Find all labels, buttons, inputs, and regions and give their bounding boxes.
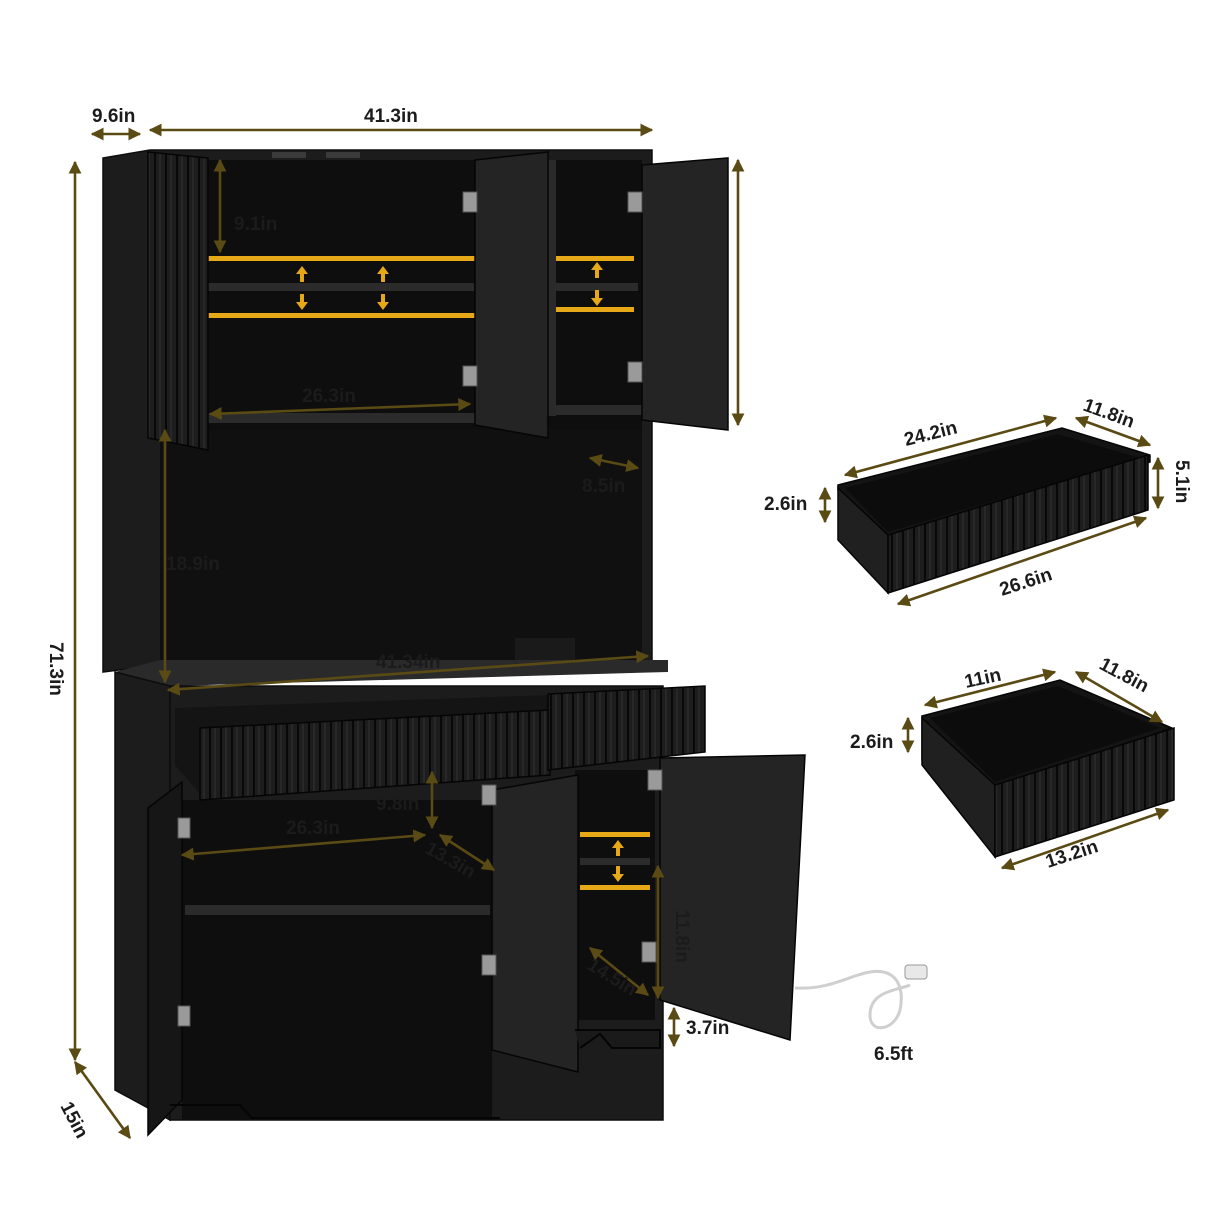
lower-right-height-label: 11.8in: [671, 910, 692, 963]
large-drawer-front-height-label: 5.1in: [1171, 460, 1192, 503]
upper-divider: [548, 160, 556, 416]
large-drawer-front-width-label: 26.6in: [997, 564, 1055, 601]
hinge-icon: [627, 361, 643, 383]
left-drawer-front: [199, 709, 551, 801]
hinge-icon: [647, 769, 663, 791]
small-drawer-depth-label: 11.8in: [1096, 654, 1153, 697]
base-depth-label: 15in: [56, 1098, 92, 1141]
open-shelf-height-label: 18.9in: [166, 554, 220, 575]
right-cabinet-depth-label: 8.5in: [582, 476, 625, 497]
dimension-lines: [68, 123, 745, 1140]
hinge-icon: [641, 941, 657, 963]
up-arrow-icon: [591, 262, 603, 278]
up-arrow-icon: [612, 840, 624, 856]
hinge-icon: [177, 817, 191, 839]
light-fixture: [272, 152, 306, 158]
adjust-arrows: [296, 262, 603, 310]
upper-cabinet-bottom: [205, 413, 475, 423]
down-arrow-icon: [377, 294, 389, 310]
lower-right-door-open: [659, 754, 806, 1041]
down-arrow-icon: [296, 294, 308, 310]
shelf-position-marker: [556, 256, 634, 261]
lower-left-door-open: [147, 780, 183, 1137]
small-drawer-front-width-label: 13.2in: [1043, 836, 1101, 873]
drawer-height-lower-label: 9.8in: [376, 794, 419, 815]
large-drawer: [818, 414, 1165, 607]
hinge-icon: [462, 365, 478, 387]
hinge-icon: [177, 1005, 191, 1027]
lower-middle-door-open: [491, 774, 579, 1073]
up-arrow-icon: [377, 266, 389, 282]
shelf-position-marker: [556, 307, 634, 312]
lower-shelf: [185, 905, 490, 915]
upper-shelf: [208, 283, 474, 291]
hinge-icon: [627, 191, 643, 213]
large-drawer-depth-label: 11.8in: [1080, 395, 1137, 433]
upper-right-shelf: [556, 283, 638, 291]
small-drawer-inner-length-label: 11in: [963, 665, 1004, 693]
hinge-icon: [481, 954, 497, 976]
counter-width-label: 41.34in: [376, 652, 440, 673]
base-kick: [170, 1104, 500, 1119]
upper-shelf-gap-label: 9.1in: [234, 214, 277, 235]
base-kick-right: [575, 1029, 661, 1049]
shelf-position-marker: [205, 313, 475, 318]
light-fixture: [326, 152, 360, 158]
down-arrow-icon: [591, 290, 603, 306]
top-depth-label: 9.6in: [92, 106, 135, 127]
top-width-label: 41.3in: [364, 106, 418, 127]
shelf-position-marker: [205, 256, 475, 261]
up-arrow-icon: [296, 266, 308, 282]
upper-left-fluted-door: [147, 151, 209, 451]
lower-right-shelf: [580, 858, 650, 865]
lower-inner-width-label: 26.3in: [286, 818, 340, 839]
power-cord: [794, 964, 928, 1030]
hinge-icon: [481, 784, 497, 806]
plug-icon: [904, 964, 928, 980]
upper-right-door-open: [641, 157, 729, 431]
total-height-label: 71.3in: [45, 642, 66, 696]
large-drawer-inner-height-label: 2.6in: [764, 494, 807, 515]
shelf-position-marker: [580, 885, 650, 890]
upper-middle-door-open: [474, 151, 549, 439]
cord-length-label: 6.5ft: [874, 1044, 914, 1065]
small-drawer-inner-height-label: 2.6in: [850, 732, 893, 753]
upper-inner-width-label: 26.3in: [302, 386, 356, 407]
leg-height-label: 3.7in: [686, 1018, 729, 1039]
upper-right-cabinet-bottom: [556, 405, 642, 415]
small-drawer: [901, 668, 1175, 871]
open-shelf-area: [162, 430, 642, 660]
right-drawer-front: [547, 685, 706, 771]
shelf-position-marker: [580, 832, 650, 837]
down-arrow-icon: [612, 866, 624, 882]
cabinet: [102, 149, 806, 1137]
outlet-block: [515, 638, 575, 660]
hinge-icon: [462, 191, 478, 213]
